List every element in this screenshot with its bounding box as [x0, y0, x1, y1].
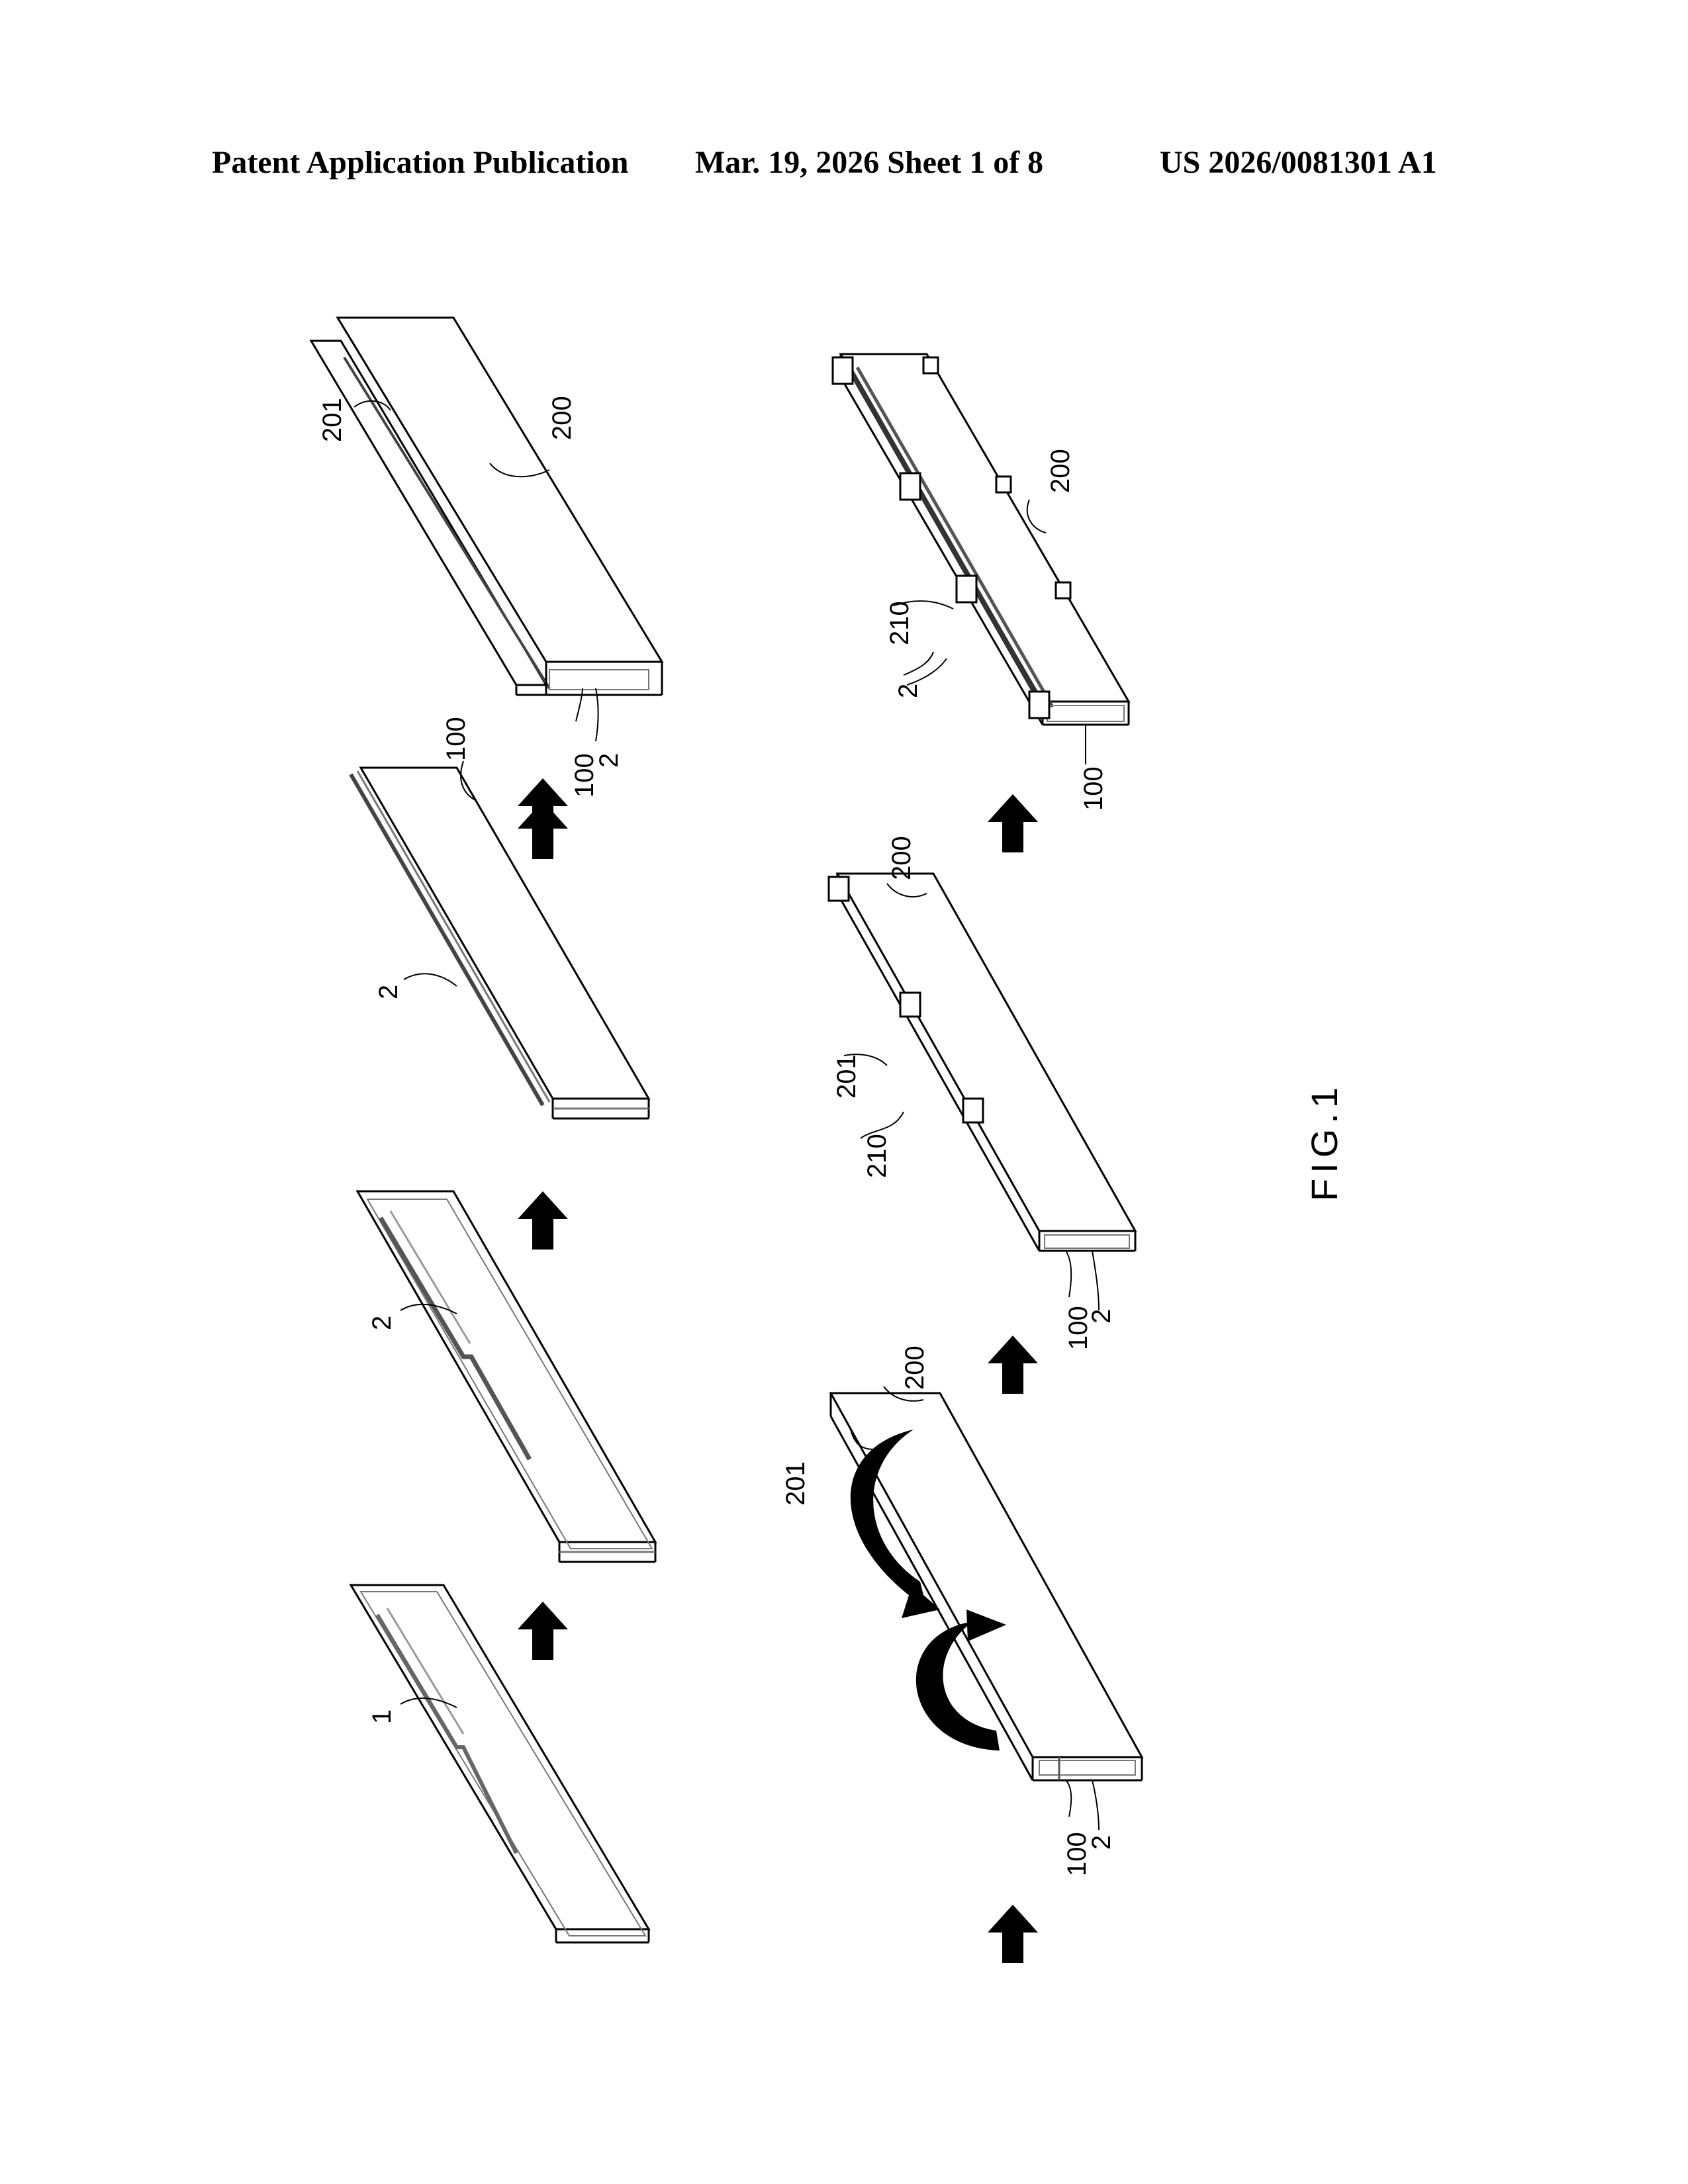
label-100: 100: [1079, 766, 1108, 811]
label-201: 201: [318, 398, 347, 442]
label-200: 200: [547, 396, 577, 440]
step-3-drawing: [351, 768, 649, 1118]
label-2: 2: [1087, 1309, 1116, 1324]
label-200: 200: [887, 836, 916, 880]
label-2: 2: [374, 985, 403, 999]
label-2: 2: [894, 684, 923, 698]
step-2-drawing: [357, 1191, 655, 1562]
label-1: 1: [367, 1709, 397, 1724]
label-100: 100: [442, 717, 471, 761]
label-201: 201: [832, 1054, 861, 1099]
step-7-drawing: [833, 354, 1129, 725]
step-6-drawing: [829, 874, 1135, 1251]
label-2: 2: [1087, 1835, 1116, 1850]
label-210: 210: [863, 1134, 892, 1178]
label-200: 200: [900, 1345, 929, 1390]
label-2: 2: [367, 1316, 397, 1330]
label-201: 201: [781, 1461, 810, 1506]
figure-label: FIG.1: [1303, 1082, 1345, 1201]
step-1-drawing: [351, 1585, 649, 1942]
label-2: 2: [594, 753, 624, 768]
step-4-drawing: [311, 318, 662, 695]
label-210: 210: [885, 601, 914, 645]
label-200: 200: [1046, 449, 1075, 493]
